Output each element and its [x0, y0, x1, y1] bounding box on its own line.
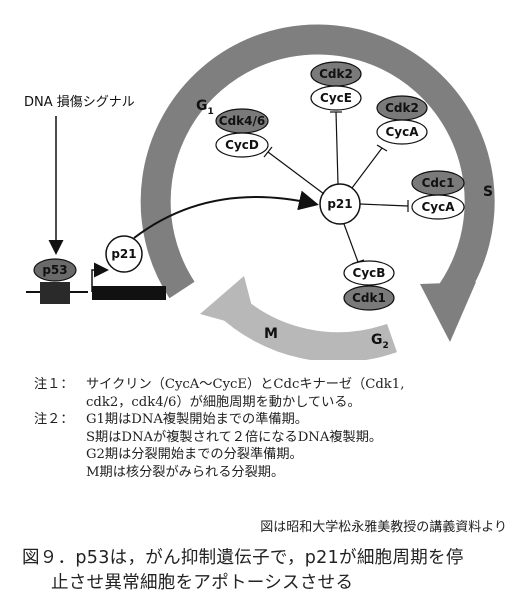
- figure-caption: 図９．p53は，がん抑制遺伝子で，p21が細胞周期を停 止させ異常細胞をアポトー…: [22, 546, 522, 596]
- source-credit: 図は昭和大学松永雅美教授の講義資料より: [260, 520, 507, 535]
- svg-text:CycB: CycB: [353, 266, 386, 280]
- svg-text:Cdc1: Cdc1: [422, 176, 455, 190]
- note-1-line: サイクリン（CycA～CycE）とCdcキナーゼ（Cdk1,: [86, 377, 405, 392]
- svg-text:CycA: CycA: [385, 125, 419, 139]
- phase-m-label: M: [264, 326, 278, 342]
- phase-g2-label: G2: [371, 332, 389, 351]
- p21-gene-bar: [92, 286, 166, 300]
- cell-cycle-arc-m: [200, 276, 397, 360]
- phase-s-label: S: [483, 184, 493, 200]
- p21-hub: p21: [319, 183, 361, 225]
- svg-text:CycD: CycD: [225, 138, 259, 152]
- gene-region: [26, 262, 166, 304]
- inhibition-lines: [263, 111, 409, 265]
- note-2-line: G1期はDNA複製開始までの準備期。: [86, 412, 308, 427]
- note-2-line: S期はDNAが複製されて２倍になるDNA複製期。: [86, 429, 383, 445]
- caption-line: 止させ異常細胞をアポトーシスさせる: [51, 573, 354, 593]
- complex-cdc1-cyca: Cdc1 CycA: [411, 170, 465, 220]
- cell-cycle-arc-main: [140, 24, 495, 342]
- note-1-line: cdk2，cdk4/6）が細胞周期を動かしている。: [86, 394, 361, 410]
- cell-cycle-diagram: G1 S G2 M DNA 損傷シグナル p53 p21 p21 Cdk4/6: [24, 24, 495, 360]
- note-1: 注１： サイクリン（CycA～CycE）とCdcキナーゼ（Cdk1, cdk2，…: [34, 376, 514, 411]
- svg-text:Cdk4/6: Cdk4/6: [219, 114, 265, 128]
- svg-text:p21: p21: [327, 197, 352, 211]
- notes-block: 注１： サイクリン（CycA～CycE）とCdcキナーゼ（Cdk1, cdk2，…: [34, 376, 514, 481]
- complex-cycb-cdk1: CycB Cdk1: [343, 260, 395, 311]
- svg-text:CycA: CycA: [421, 200, 455, 214]
- svg-text:CycE: CycE: [320, 91, 352, 105]
- p53-binding-box: [40, 282, 70, 304]
- dna-damage-signal-label: DNA 損傷シグナル: [24, 95, 135, 110]
- svg-text:Cdk2: Cdk2: [319, 67, 353, 81]
- p21-to-hub-arrow: [133, 190, 319, 239]
- phase-g1-label: G1: [196, 98, 214, 117]
- note-2-label: 注２：: [34, 412, 74, 427]
- svg-text:Cdk2: Cdk2: [385, 101, 419, 115]
- svg-text:p21: p21: [111, 247, 136, 261]
- p21-protein: p21: [105, 235, 143, 273]
- note-1-label: 注１：: [34, 377, 74, 392]
- note-2-line: G2期は分裂開始までの分裂準備期。: [86, 447, 303, 462]
- svg-text:p53: p53: [42, 263, 67, 277]
- complex-cdk2-cyce: Cdk2 CycE: [310, 61, 362, 111]
- complex-cdk46-cycd: Cdk4/6 CycD: [215, 108, 269, 158]
- p53-protein: p53: [33, 258, 77, 282]
- note-2-line: M期は核分裂がみられる分裂期。: [86, 464, 285, 480]
- note-2: 注２： G1期はDNA複製開始までの準備期。 S期はDNAが複製されて２倍になる…: [34, 411, 514, 481]
- caption-line: 図９．p53は，がん抑制遺伝子で，p21が細胞周期を停: [22, 548, 464, 568]
- svg-text:Cdk1: Cdk1: [352, 291, 386, 305]
- complex-cdk2-cyca: Cdk2 CycA: [376, 95, 428, 145]
